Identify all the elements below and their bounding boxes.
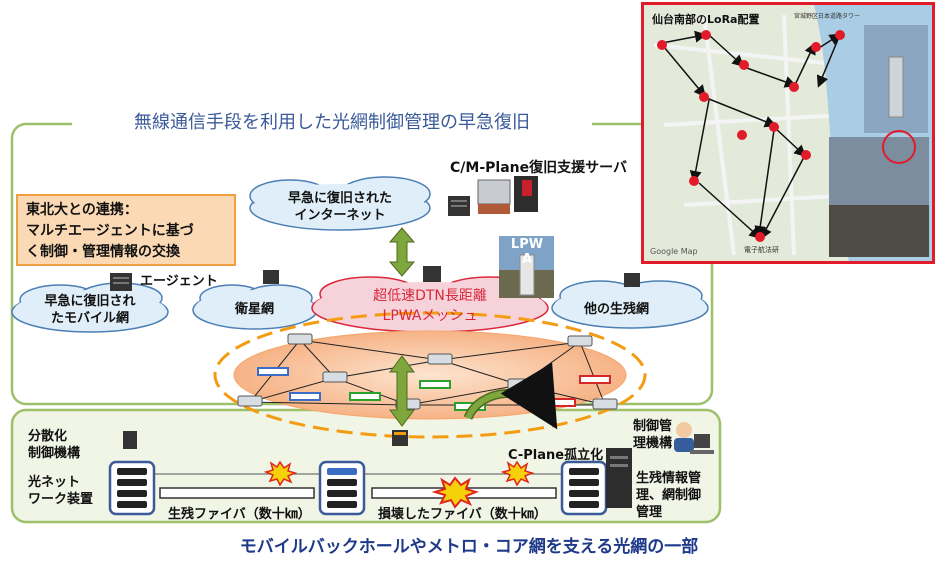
- other-cloud: [551, 280, 709, 329]
- router-icon: [287, 333, 313, 345]
- mobile-line-1: 早急に復旧され: [44, 294, 136, 309]
- link-bar-red-2: [544, 398, 576, 407]
- fiber-broken-label: 損壊したファイバ（数十㎞）: [378, 507, 547, 522]
- server-icon: [263, 270, 279, 284]
- inset-place-top: 宮城野区日本道路タワー: [794, 13, 861, 20]
- inset-map: 仙台南部のLoRa配置 宮城野区日本道路タワー 電子航法研 Google Map: [641, 2, 935, 264]
- dtn-line-1: 超低速DTN長距離: [373, 288, 487, 304]
- fiber-bar-icon: [159, 487, 315, 499]
- survival-line-3: 管理: [636, 505, 663, 520]
- router-icon: [592, 398, 618, 410]
- dtn-line-2: LPWAメッシュ: [382, 308, 478, 324]
- fiber-ok-label: 生残ファイバ（数十㎞）: [168, 507, 311, 522]
- explosion-icon: [263, 460, 298, 487]
- cplane-label: C-Plane孤立化: [508, 448, 604, 463]
- link-bar-blue-1: [257, 367, 289, 376]
- router-icon: [567, 335, 593, 347]
- optical-line-1: 光ネット: [28, 475, 81, 490]
- dtn-cloud-label: 超低速DTN長距離 LPWAメッシュ: [345, 286, 515, 326]
- lpwa-line-1: LPW: [510, 237, 544, 252]
- mobile-cloud: [11, 282, 169, 333]
- server-icon: [448, 196, 470, 216]
- satellite-cloud: [192, 284, 318, 330]
- double-arrow-mesh: [389, 355, 415, 427]
- upper-title: 無線通信手段を利用した光網制御管理の早急復旧: [72, 110, 592, 136]
- router-icon: [507, 378, 533, 390]
- explosion-icon: [500, 460, 535, 487]
- lpwa-photo: [499, 236, 554, 298]
- internet-cloud-label: 早急に復旧された インターネット: [280, 190, 400, 224]
- link-bar-green-1: [349, 392, 381, 401]
- optical-label: 光ネット ワーク装置: [28, 474, 93, 508]
- tohoku-line-3: く制御・管理情報の交換: [26, 244, 180, 260]
- tohoku-collab-box: 東北大との連携： マルチエージェントに基づ く制御・管理情報の交換: [16, 194, 236, 266]
- cm-server-icon: [477, 176, 538, 214]
- cm-server-label: C/M-Plane復旧支援サーバ: [450, 160, 627, 176]
- tohoku-line-2: マルチエージェントに基づ: [26, 223, 194, 239]
- map-pin-icon: [657, 30, 845, 242]
- bottom-title: モバイルバックホールやメトロ・コア網を支える光網の一部: [239, 537, 699, 557]
- optical-line-2: ワーク装置: [28, 492, 94, 507]
- mobile-line-2: たモバイル網: [50, 311, 129, 326]
- router-icon: [322, 371, 348, 383]
- distributed-line-2: 制御機構: [28, 446, 81, 461]
- optical-device-2: [318, 460, 366, 516]
- internet-cloud: [249, 176, 431, 231]
- satellite-cloud-label: 衛星網: [235, 302, 275, 317]
- survival-line-2: 理、網制御: [636, 488, 702, 503]
- link-bar-red-1: [579, 375, 611, 384]
- inset-footer: Google Map: [650, 247, 698, 256]
- optical-device-1: [108, 460, 156, 516]
- server-icon: [624, 273, 640, 287]
- internet-line-2: インターネット: [294, 208, 386, 223]
- other-cloud-label: 他の生残網: [584, 302, 650, 317]
- person-pc-icon: [674, 422, 714, 454]
- inset-place-bottom: 電子航法研: [744, 246, 779, 254]
- router-icon: [237, 395, 263, 407]
- inset-title: 仙台南部のLoRa配置: [652, 13, 760, 26]
- optical-device-3: [560, 460, 608, 516]
- distributed-label: 分散化 制御機構: [28, 428, 80, 462]
- mesh-dashed-boundary: [213, 311, 647, 439]
- server-icon: [423, 266, 441, 282]
- ctrl-line-2: 理機構: [633, 436, 673, 451]
- tohoku-line-1: 東北大との連携：: [26, 202, 138, 218]
- lpwa-photo-label: LPW A: [507, 237, 547, 267]
- dtn-cloud: [311, 276, 549, 333]
- server-icon: [123, 431, 137, 449]
- ctrl-label: 制御管 理機構: [633, 418, 672, 452]
- explosion-icon: [431, 476, 480, 509]
- survival-line-1: 生残情報管: [636, 471, 702, 486]
- ctrl-line-1: 制御管: [633, 419, 673, 434]
- survival-label: 生残情報管 理、網制御 管理: [636, 470, 701, 521]
- double-arrow-internet: [388, 227, 416, 277]
- router-icon: [427, 353, 453, 365]
- server-icon: [110, 273, 132, 291]
- link-bar-green-2: [419, 380, 451, 389]
- inset-map-canvas: [644, 5, 932, 261]
- control-server-icon: [606, 448, 632, 508]
- mobile-cloud-label: 早急に復旧され たモバイル網: [32, 293, 148, 327]
- lpwa-line-2: A: [521, 252, 533, 267]
- internet-line-1: 早急に復旧された: [287, 191, 392, 206]
- link-bar-blue-2: [289, 392, 321, 401]
- agent-label: エージェント: [140, 274, 218, 289]
- distributed-line-1: 分散化: [28, 429, 68, 444]
